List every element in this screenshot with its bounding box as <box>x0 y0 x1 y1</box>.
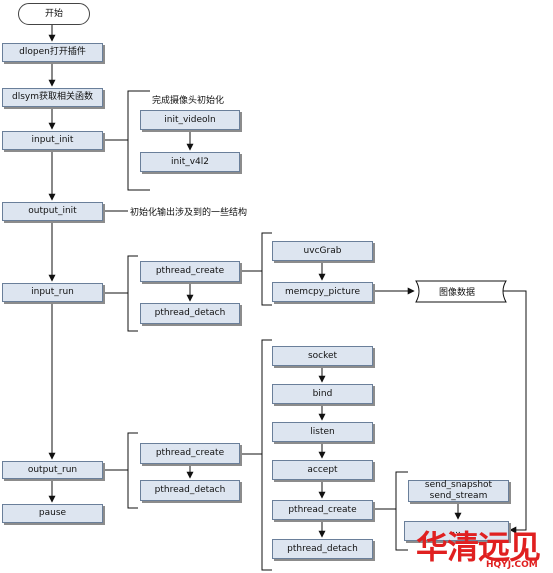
brace-input-run <box>127 255 138 332</box>
input-init-node: input_init <box>2 131 103 150</box>
output-run-node: output_run <box>2 461 103 479</box>
start-node: 开始 <box>18 3 90 25</box>
input-run-node: input_run <box>2 283 103 302</box>
dlopen-node: dlopen打开插件 <box>2 43 103 62</box>
init-videoin-node: init_videoln <box>140 110 240 130</box>
brace-output-run <box>127 432 138 509</box>
socket-node: socket <box>272 346 373 366</box>
accept-node: accept <box>272 460 373 480</box>
image-data-label: 图像数据 <box>439 288 476 298</box>
pthread-detach-output-node: pthread_detach <box>140 480 240 501</box>
send-snapshot-label: send_snapshot <box>424 479 493 490</box>
brace-camera-init <box>127 90 150 191</box>
pause-node: pause <box>2 504 103 523</box>
bind-node: bind <box>272 384 373 404</box>
camera-init-note: 完成摄像头初始化 <box>152 96 225 106</box>
brace-client <box>395 471 408 551</box>
send-partial-node: ... <box>404 521 509 541</box>
send-node: send_snapshot send_stream <box>408 480 509 502</box>
pthread-create-input-node: pthread_create <box>140 261 240 282</box>
watermark-brand: 华清远见 <box>416 528 541 566</box>
memcpy-picture-node: memcpy_picture <box>272 282 373 302</box>
pthread-create-output-node: pthread_create <box>140 443 240 464</box>
image-data-shape <box>415 280 507 303</box>
brace-capture <box>261 232 272 306</box>
pthread-detach-input-node: pthread_detach <box>140 303 240 324</box>
output-init-node: output_init <box>2 202 103 221</box>
listen-node: listen <box>272 422 373 442</box>
watermark-url: HQYJ.COM <box>486 560 538 570</box>
init-v4l2-node: init_v4l2 <box>140 152 240 172</box>
uvcgrab-node: uvcGrab <box>272 241 373 261</box>
arrow-image-data-to-client <box>500 290 527 534</box>
output-struct-note: 初始化输出涉及到的一些结构 <box>130 208 248 218</box>
pthread-create-client-node: pthread_create <box>272 500 373 520</box>
send-stream-label: send_stream <box>429 491 488 501</box>
pthread-detach-client-node: pthread_detach <box>272 539 373 559</box>
dlsym-node: dlsym获取相关函数 <box>2 88 103 107</box>
brace-server <box>261 339 272 571</box>
